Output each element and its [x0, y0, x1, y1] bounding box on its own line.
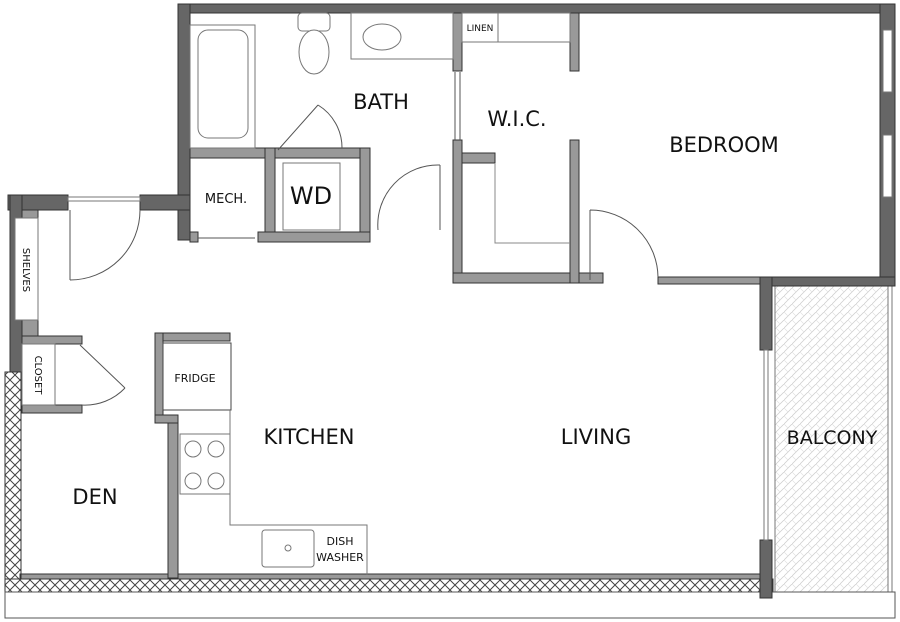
washer-dryer — [282, 162, 341, 231]
closet: CLOSET — [21, 343, 56, 406]
room-label-wd: WD — [290, 182, 332, 210]
stove — [179, 433, 231, 495]
vanity-sink — [350, 12, 454, 60]
fridge: FRIDGE — [162, 342, 232, 411]
linen-closet: LINEN — [461, 12, 571, 43]
dish-label: DISH — [327, 535, 354, 548]
fridge-label: FRIDGE — [174, 372, 215, 385]
west-exterior-wall — [4, 371, 22, 580]
room-label-kitchen: KITCHEN — [264, 425, 355, 449]
south-exterior-wall — [4, 573, 896, 619]
dishwasher: DISH WASHER — [316, 535, 364, 564]
kitchen-counter — [229, 410, 368, 575]
kitchen-sink — [261, 529, 315, 568]
washer-label: WASHER — [316, 551, 364, 564]
room-label-bedroom: BEDROOM — [669, 133, 779, 157]
room-label-living: LIVING — [561, 425, 631, 449]
wic-shelving — [494, 163, 570, 244]
linen-label: LINEN — [467, 24, 494, 34]
shelves-label: SHELVES — [20, 248, 31, 292]
shelves: SHELVES — [14, 217, 39, 321]
room-label-wic: W.I.C. — [487, 107, 546, 131]
room-label-balcony: BALCONY — [787, 427, 878, 449]
room-label-bath: BATH — [353, 90, 409, 114]
bathtub — [189, 24, 256, 149]
room-label-mech: MECH. — [205, 192, 247, 207]
doors — [69, 72, 659, 406]
balcony-area — [774, 284, 893, 599]
room-label-den: DEN — [72, 485, 117, 509]
exterior-walls — [7, 3, 896, 599]
toilet — [297, 12, 331, 75]
closet-label: CLOSET — [32, 356, 43, 396]
interior-walls — [21, 12, 761, 579]
